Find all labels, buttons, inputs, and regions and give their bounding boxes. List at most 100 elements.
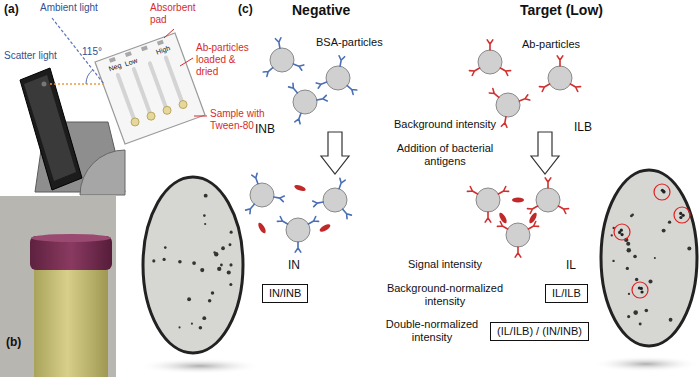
antibody [545,178,551,188]
particle-dot [191,323,193,325]
particle [263,38,304,77]
bacterial-antigen [257,222,267,235]
particle-dot [163,258,166,261]
antibody [469,68,479,76]
bead [478,50,502,74]
paper-chip [95,33,205,144]
particle-dot [687,246,691,250]
antibody [263,68,273,77]
particle-dot [152,259,155,262]
particle-dot [227,270,231,274]
particle [289,83,328,124]
antibody [527,206,537,214]
sample-well [163,106,171,114]
particle-dot [204,223,206,225]
bead [548,66,572,90]
bacterial-antigen [319,223,332,233]
antibody [246,204,255,214]
bead [286,218,310,242]
intensity-symbol: IN [288,258,300,272]
antibody [489,89,499,98]
particle-dot [200,268,204,272]
particle-dot [230,231,233,234]
antibody [289,83,298,93]
particle-dot [199,326,203,330]
angle-arc [86,70,93,84]
antibody [277,216,287,224]
particle [313,178,352,219]
particle-dot [203,214,206,217]
particle-dot [627,248,632,253]
particle-dot [229,243,232,246]
sample-well [147,112,155,120]
particle-dot [627,315,630,318]
step-arrow [531,132,559,174]
angle-gauge [80,150,125,195]
bead [506,223,530,247]
jar-cap-top [31,234,111,242]
antibody [343,209,352,219]
formula-text: IL/ILB [552,287,581,300]
light-label: Ambient light [40,2,98,14]
light-label: Scatter light [4,50,57,62]
scatter-light-ray [48,83,104,84]
leader-line [194,116,207,117]
antibody [293,64,303,70]
antibody [539,84,549,92]
formula-box: IL/ILB [545,284,588,303]
column-heading: Target (Low) [520,2,603,19]
particle-dot [662,229,666,233]
particle-dot [179,326,181,328]
bead [326,66,350,90]
particle-dot [221,246,225,250]
leader-line [180,58,193,66]
antibody [317,95,327,101]
particle [527,178,568,214]
particle-dot [639,323,642,326]
antibody [557,56,563,66]
channel [134,69,150,112]
sample-well [179,101,187,109]
step-label: Addition of bacterial antigens [385,142,505,168]
particle [469,40,510,76]
bead [323,188,347,212]
antibody [295,242,301,252]
particle-dot [648,280,652,284]
channel [166,58,182,101]
aggregate-marker [654,184,670,200]
formula-box: (IL/ILB) / (IN/INB) [490,322,589,341]
particle-dot [220,264,223,267]
aggregate-marker [632,282,648,298]
part-label: Absorbent pad [150,2,202,26]
bacterial-antigen [498,212,508,225]
column-heading: Negative [292,2,350,19]
row-label: Double-normalized intensity [372,318,492,344]
antibody [308,216,318,224]
sample-jar [34,262,108,377]
sample-photo [0,196,116,377]
antibody [485,212,491,222]
aggregate-dot [640,290,643,293]
formula-text: IN/INB [269,287,301,300]
microscope-view [143,177,243,353]
particle-dot [644,309,648,313]
particle-dot [626,267,629,270]
particle-dot [178,260,182,264]
antibody [339,178,345,188]
particle-dot [208,299,212,303]
particle-dot [635,278,638,281]
antibody [500,68,510,76]
phone-camera [42,82,47,87]
panel-letter: (a) [4,2,19,16]
leader-line [164,29,174,38]
particle [539,56,580,92]
antibody [519,95,529,101]
smartphone [20,68,82,190]
particle-dot [628,293,630,295]
aggregate-dot [620,229,623,232]
particle-label: BSA-particles [316,36,383,49]
bead [293,90,317,114]
panel-letter: (b) [6,335,21,349]
antibody [467,186,477,194]
